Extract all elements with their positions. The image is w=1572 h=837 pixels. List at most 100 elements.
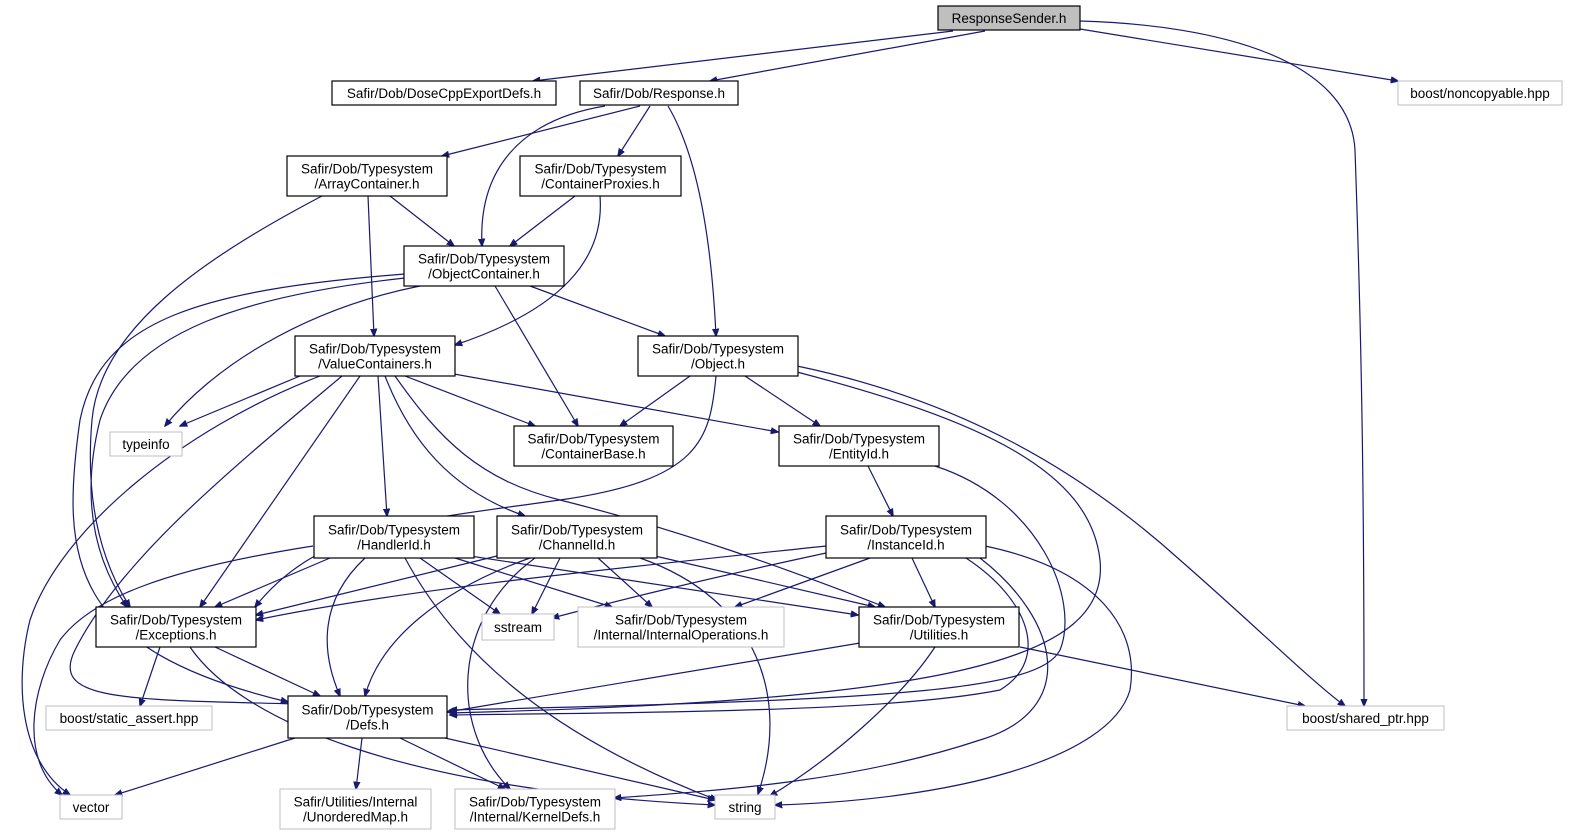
edge-responsesender-sharedptr <box>1079 20 1364 706</box>
edge-channelid-string <box>639 557 771 794</box>
node-label: /UnorderedMap.h <box>303 810 408 825</box>
edge-responsesender-response <box>710 30 986 81</box>
node-box <box>294 335 456 377</box>
node-response[interactable]: Safir/Dob/Response.h <box>579 80 739 106</box>
node-box <box>579 80 739 106</box>
edge-handlerid-defs <box>326 557 366 696</box>
edge-valuecontainers-containerbase <box>404 375 535 426</box>
edge-valuecontainers-utilities <box>394 375 885 607</box>
node-noncopyable[interactable]: boost/noncopyable.hpp <box>1397 80 1563 106</box>
edge-exceptions-staticassert <box>140 646 161 706</box>
node-responsesender[interactable]: ResponseSender.h <box>937 5 1081 31</box>
node-objectcontainer[interactable]: Safir/Dob/Typesystem/ObjectContainer.h <box>403 245 565 287</box>
node-label: Safir/Dob/Typesystem <box>873 613 1005 628</box>
node-vector[interactable]: vector <box>59 794 123 820</box>
node-label: boost/shared_ptr.hpp <box>1302 711 1429 726</box>
edge-instanceid-exceptions <box>256 545 827 620</box>
edge-handlerid-utilities <box>469 555 858 615</box>
edge-entityid-defs <box>450 465 1066 710</box>
node-instanceid[interactable]: Safir/Dob/Typesystem/InstanceId.h <box>825 515 987 559</box>
node-object[interactable]: Safir/Dob/Typesystem/Object.h <box>637 335 799 377</box>
node-label: Safir/Dob/Typesystem <box>652 342 784 357</box>
node-defs[interactable]: Safir/Dob/Typesystem/Defs.h <box>287 695 448 739</box>
node-label: Safir/Dob/Typesystem <box>615 613 747 628</box>
edge-valuecontainers-typeinfo <box>180 375 301 426</box>
edge-utilities-defs <box>447 642 861 712</box>
node-box <box>513 425 674 467</box>
edge-channelid-internaloperations <box>597 557 652 607</box>
node-channelid[interactable]: Safir/Dob/Typesystem/ChannelId.h <box>496 515 658 559</box>
node-label: Safir/Dob/Typesystem <box>511 523 643 538</box>
edge-handlerid-exceptions <box>215 557 331 607</box>
node-sstream[interactable]: sstream <box>481 613 555 641</box>
node-label: Safir/Utilities/Internal <box>294 795 418 810</box>
node-unorderedmap[interactable]: Safir/Utilities/Internal/UnorderedMap.h <box>279 788 432 830</box>
edge-containerproxies-objectcontainer <box>510 195 576 246</box>
node-label: Safir/Dob/Typesystem <box>527 432 659 447</box>
node-sharedptr[interactable]: boost/shared_ptr.hpp <box>1286 705 1445 731</box>
node-box <box>313 515 475 559</box>
node-label: ResponseSender.h <box>952 11 1067 26</box>
node-handlerid[interactable]: Safir/Dob/Typesystem/HandlerId.h <box>313 515 475 559</box>
node-label: /Utilities.h <box>910 628 969 643</box>
node-label: Safir/Dob/Typesystem <box>309 342 441 357</box>
node-label: /ContainerBase.h <box>541 447 645 462</box>
edge-channelid-defs <box>365 557 531 696</box>
node-box <box>1397 80 1563 106</box>
node-kerneldefs[interactable]: Safir/Dob/Typesystem/Internal/KernelDefs… <box>454 788 616 830</box>
edge-instanceid-internaloperations <box>735 557 871 607</box>
edge-object-containerbase <box>620 375 691 426</box>
edge-response-objectcontainer <box>482 105 606 246</box>
node-label: Safir/Dob/Response.h <box>593 86 725 101</box>
node-label: /Exceptions.h <box>135 628 216 643</box>
node-label: /EntityId.h <box>829 447 889 462</box>
node-label: /ValueContainers.h <box>318 357 432 372</box>
edge-objectcontainer-typeinfo <box>165 285 421 426</box>
dependency-edges <box>21 20 1398 805</box>
edge-handlerid-string <box>404 557 717 800</box>
node-label: Safir/Dob/DoseCppExportDefs.h <box>347 86 541 101</box>
node-label: Safir/Dob/Typesystem <box>840 523 972 538</box>
edge-utilities-sharedptr <box>1019 646 1305 706</box>
node-label: vector <box>73 800 110 815</box>
edge-valuecontainers-defs <box>69 375 343 704</box>
edge-channelid-utilities <box>654 555 875 607</box>
edge-defs-vector <box>115 737 296 795</box>
edge-arraycontainer-valuecontainers <box>367 195 374 336</box>
edge-responsesender-noncopyable <box>1079 28 1398 81</box>
node-label: boost/static_assert.hpp <box>60 711 199 726</box>
node-staticassert[interactable]: boost/static_assert.hpp <box>45 705 213 731</box>
node-box <box>481 613 555 641</box>
node-label: string <box>728 800 761 815</box>
node-exceptions[interactable]: Safir/Dob/Typesystem/Exceptions.h <box>95 606 257 648</box>
node-utilities[interactable]: Safir/Dob/Typesystem/Utilities.h <box>858 606 1020 648</box>
node-dosecppexportdefs[interactable]: Safir/Dob/DoseCppExportDefs.h <box>331 80 557 106</box>
node-valuecontainers[interactable]: Safir/Dob/Typesystem/ValueContainers.h <box>294 335 456 377</box>
node-box <box>825 515 987 559</box>
node-label: Safir/Dob/Typesystem <box>301 162 433 177</box>
edge-object-defs <box>450 371 1102 713</box>
edge-response-containerproxies <box>618 105 651 156</box>
node-typeinfo[interactable]: typeinfo <box>109 431 183 457</box>
edge-exceptions-defs <box>214 646 320 696</box>
edge-object-entityid <box>744 375 820 426</box>
edge-response-arraycontainer <box>442 105 641 156</box>
node-string[interactable]: string <box>714 794 776 820</box>
node-box <box>279 788 432 830</box>
node-internaloperations[interactable]: Safir/Dob/Typesystem/Internal/InternalOp… <box>577 606 785 648</box>
node-label: /Object.h <box>691 357 745 372</box>
node-arraycontainer[interactable]: Safir/Dob/Typesystem/ArrayContainer.h <box>286 155 448 197</box>
node-label: Safir/Dob/Typesystem <box>534 162 666 177</box>
node-label: sstream <box>494 620 542 635</box>
node-label: Safir/Dob/Typesystem <box>793 432 925 447</box>
node-label: /ArrayContainer.h <box>314 177 419 192</box>
edge-handlerid-sstream <box>419 557 500 614</box>
edge-valuecontainers-entityid <box>453 373 778 432</box>
node-box <box>577 606 785 648</box>
node-box <box>95 606 257 648</box>
node-label: /Internal/KernelDefs.h <box>470 810 601 825</box>
node-containerbase[interactable]: Safir/Dob/Typesystem/ContainerBase.h <box>513 425 674 467</box>
node-label: /Internal/InternalOperations.h <box>594 628 769 643</box>
node-entityid[interactable]: Safir/Dob/Typesystem/EntityId.h <box>778 425 940 467</box>
node-containerproxies[interactable]: Safir/Dob/Typesystem/ContainerProxies.h <box>519 155 682 197</box>
